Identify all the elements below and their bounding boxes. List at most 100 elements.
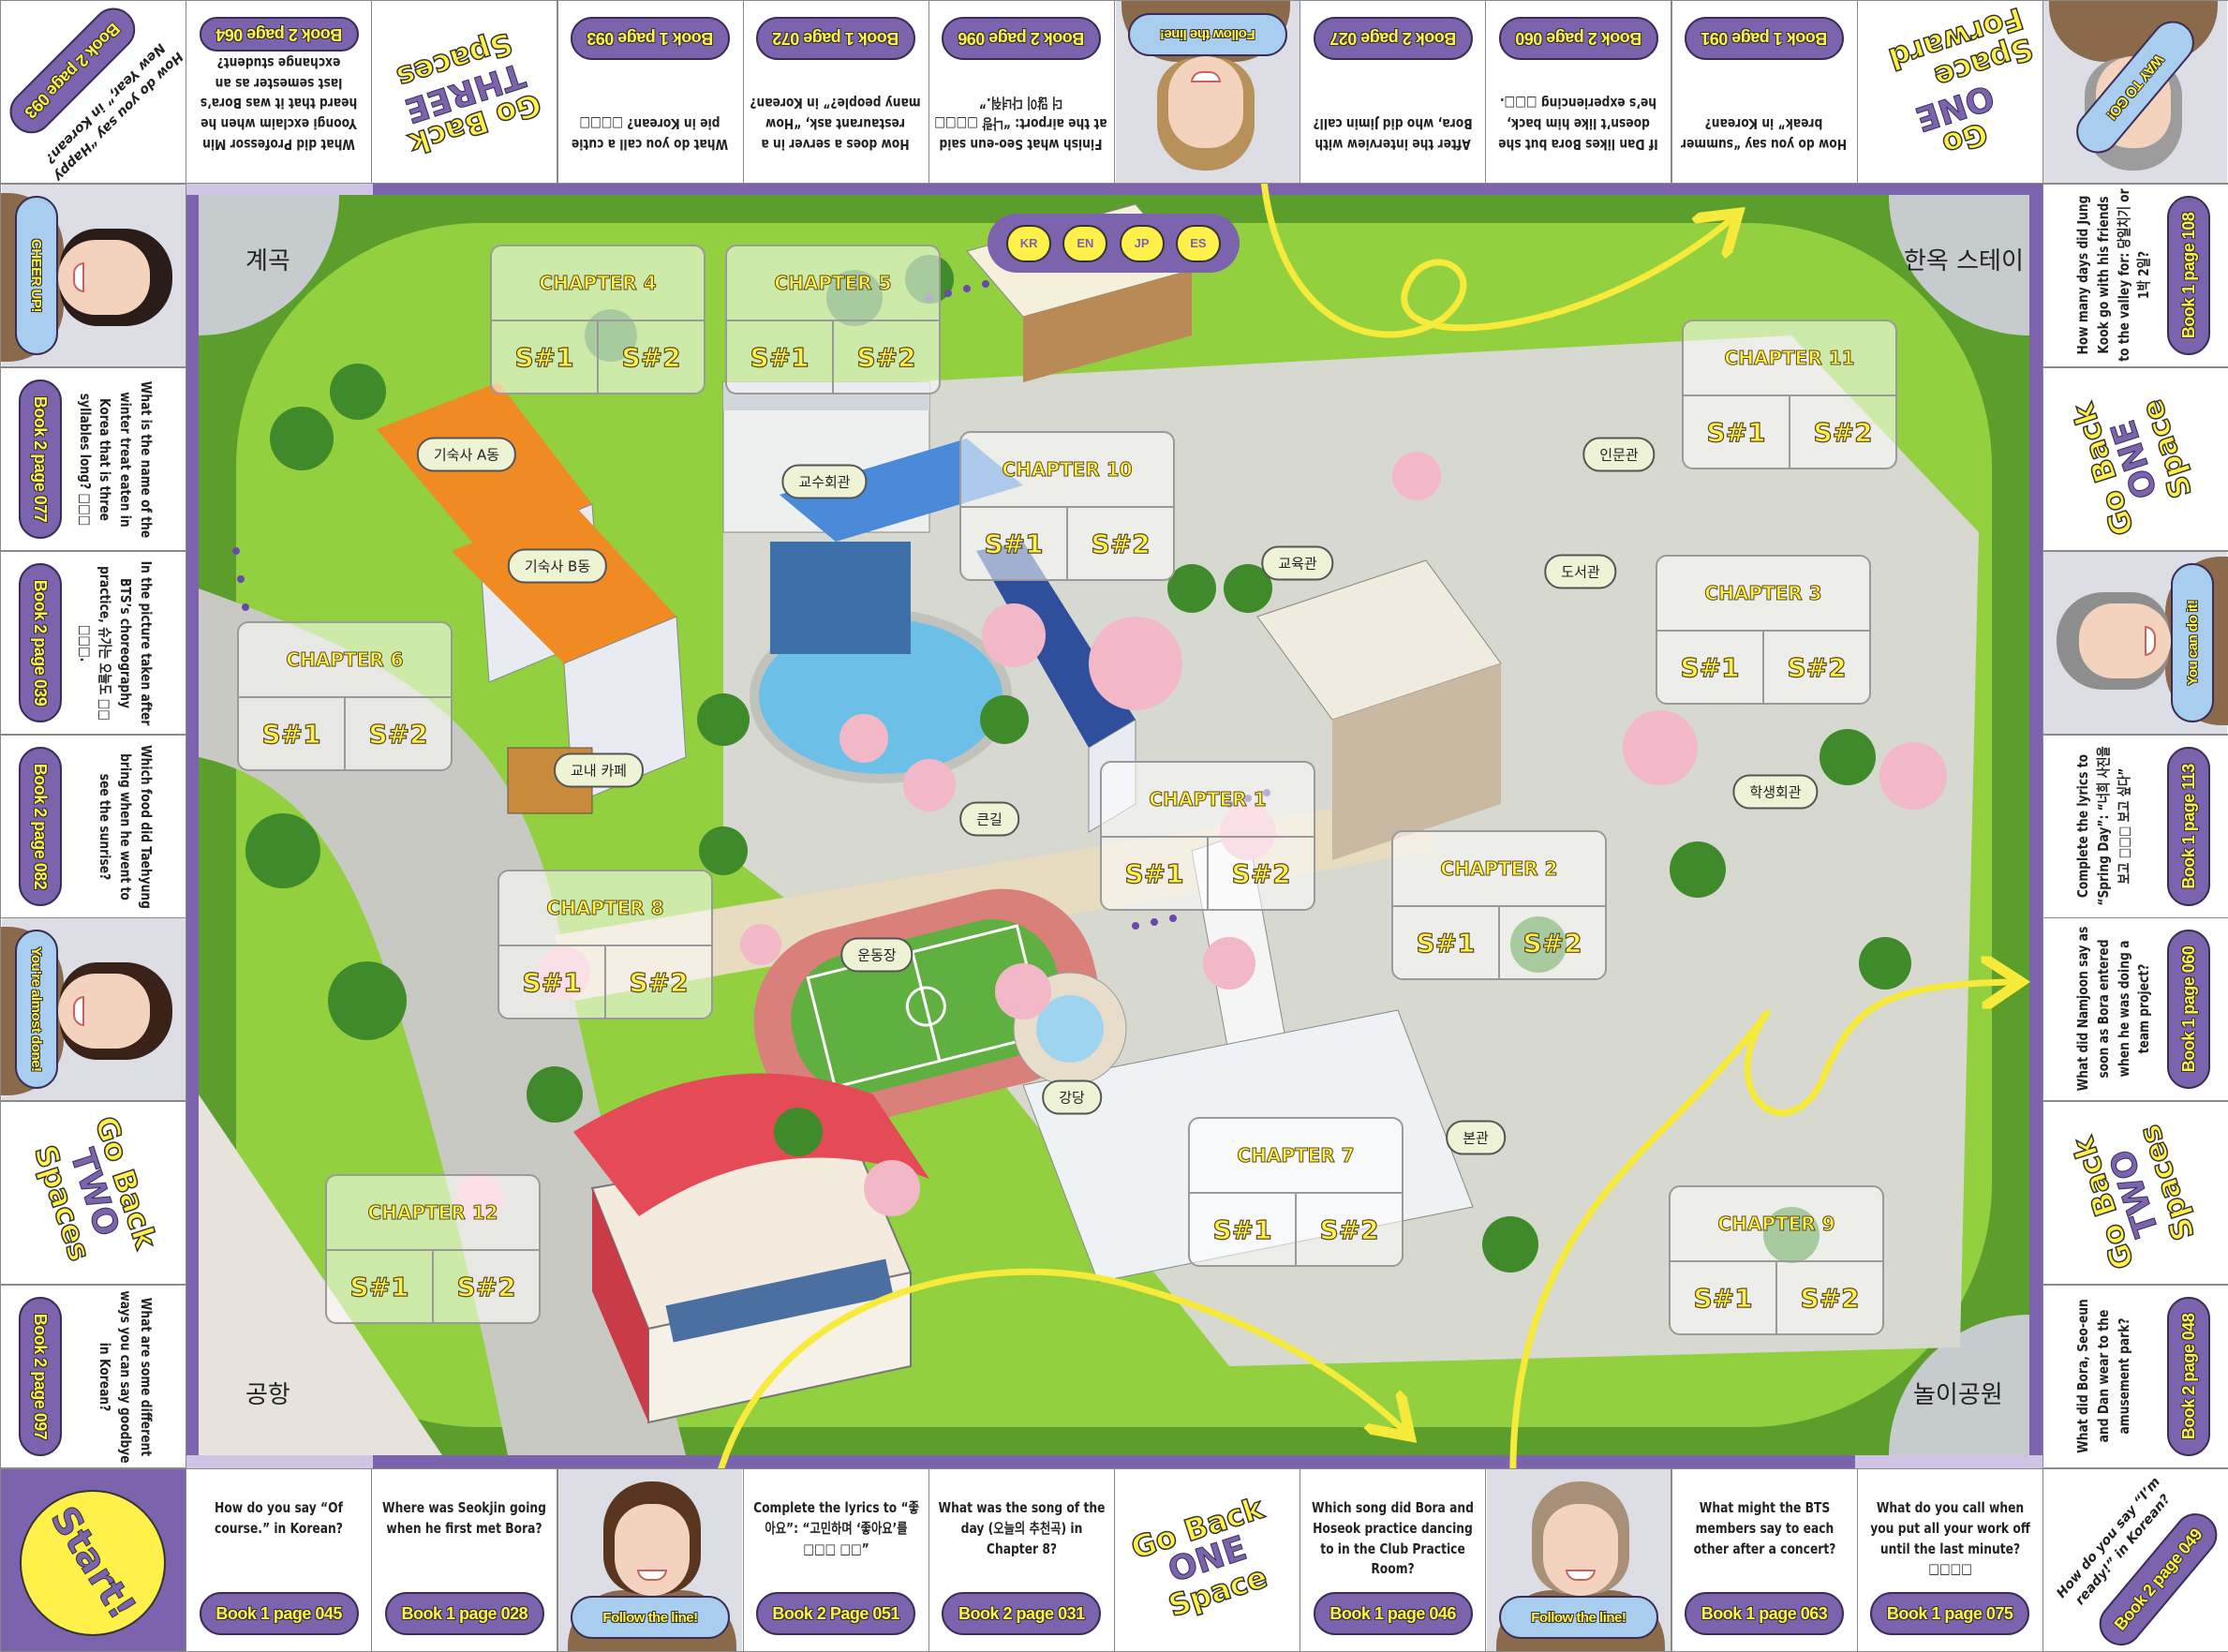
question-space[interactable]: How does a server in a restaurant ask, “…	[742, 0, 929, 184]
question-space[interactable]: What might the BTS members say to each o…	[1671, 1468, 1858, 1652]
building-label-sports-field[interactable]: 운동장	[840, 937, 913, 973]
scene-2-button[interactable]: S#2	[629, 966, 689, 998]
chapter-title[interactable]: CHAPTER 6	[239, 623, 451, 698]
question-space[interactable]: What are some different ways you can say…	[0, 1285, 186, 1469]
scene-2-button[interactable]: S#2	[1800, 1282, 1860, 1314]
photo-space[interactable]: Follow the line!	[1485, 1468, 1672, 1652]
question-space[interactable]: After the interview with Bora, who did J…	[1300, 0, 1487, 184]
lang-button-es[interactable]: ES	[1175, 224, 1221, 262]
book-page-badge[interactable]: Book 1 page 028	[384, 1592, 544, 1636]
question-space[interactable]: Which song did Bora and Hoseok practice …	[1300, 1468, 1487, 1652]
question-space[interactable]: How many days did Jung Kook go with his …	[2042, 183, 2228, 367]
scene-2-button[interactable]: S#2	[1231, 857, 1291, 889]
book-page-badge[interactable]: Book 2 page 027	[1313, 17, 1473, 60]
book-page-badge[interactable]: Book 2 page 039	[18, 562, 62, 722]
scene-2-button[interactable]: S#2	[1522, 927, 1582, 959]
book-page-badge[interactable]: Book 2 page 096	[942, 17, 1102, 60]
building-label-library[interactable]: 도서관	[1544, 554, 1617, 589]
book-page-badge[interactable]: Book 1 page 046	[1313, 1592, 1473, 1636]
question-space[interactable]: Which food did Taehyung bring when he we…	[0, 734, 186, 918]
question-space[interactable]: Where was Seokjin going when he first me…	[371, 1468, 558, 1652]
building-label-humanities-hall[interactable]: 인문관	[1582, 437, 1656, 472]
scene-1-button[interactable]: S#1	[1190, 1194, 1297, 1265]
scene-1-button[interactable]: S#1	[727, 321, 834, 393]
question-space[interactable]: What is the name of the winter treat eat…	[0, 366, 186, 551]
scene-2-button[interactable]: S#2	[456, 1271, 516, 1302]
lang-button-en[interactable]: EN	[1062, 224, 1108, 262]
book-page-badge[interactable]: Book 1 page 091	[1685, 17, 1844, 60]
question-space[interactable]: Finish what Seo-eun said at the airport:…	[928, 0, 1115, 184]
chapter-title[interactable]: CHAPTER 9	[1671, 1187, 1882, 1262]
question-space[interactable]: If Dan likes Bora but she doesn’t like h…	[1485, 0, 1672, 184]
book-page-badge[interactable]: Book 2 Page 051	[756, 1592, 916, 1636]
book-page-badge[interactable]: Book 2 page 097	[18, 1297, 62, 1457]
book-page-badge[interactable]: Book 2 page 064	[199, 17, 359, 52]
book-page-badge[interactable]: Book 1 page 060	[2167, 930, 2211, 1090]
question-space[interactable]: What do you call when you put all your w…	[1856, 1468, 2043, 1652]
photo-space[interactable]: You're almost done!	[0, 917, 186, 1102]
scene-1-button[interactable]: S#1	[492, 321, 599, 393]
building-label-auditorium[interactable]: 강당	[1042, 1079, 1102, 1115]
chapter-title[interactable]: CHAPTER 4	[492, 246, 704, 321]
question-space[interactable]: What do you call a cutie pie in Korean? …	[557, 0, 744, 184]
book-page-badge[interactable]: Book 2 page 048	[2167, 1297, 2211, 1457]
chapter-title[interactable]: CHAPTER 5	[727, 246, 939, 321]
chapter-title[interactable]: CHAPTER 3	[1657, 557, 1869, 632]
scene-1-button[interactable]: S#1	[1393, 907, 1500, 978]
question-space[interactable]: What did Namjoon say as soon as Bora ent…	[2042, 917, 2228, 1102]
scene-1-button[interactable]: S#1	[239, 698, 346, 769]
scene-1-button[interactable]: S#1	[1102, 838, 1209, 909]
book-page-badge[interactable]: Book 1 page 045	[199, 1592, 359, 1636]
book-page-badge[interactable]: Book 2 page 082	[18, 746, 62, 906]
chapter-title[interactable]: CHAPTER 12	[327, 1176, 539, 1251]
scene-1-button[interactable]: S#1	[961, 508, 1068, 579]
scene-1-button[interactable]: S#1	[327, 1251, 434, 1322]
book-page-badge[interactable]: Book 1 page 072	[756, 17, 916, 60]
scene-1-button[interactable]: S#1	[1671, 1262, 1777, 1333]
building-label-dormitory-a[interactable]: 기숙사 A동	[416, 437, 517, 472]
book-page-badge[interactable]: Book 2 page 077	[18, 379, 62, 539]
lang-button-jp[interactable]: JP	[1119, 224, 1165, 262]
book-page-badge[interactable]: Book 2 page 031	[942, 1592, 1102, 1636]
photo-space[interactable]: WAY TO GO!	[2042, 0, 2228, 184]
book-page-badge[interactable]: Book 1 page 075	[1870, 1592, 2030, 1636]
chapter-title[interactable]: CHAPTER 8	[499, 871, 711, 946]
question-space[interactable]: In the picture taken after BTS’s choreog…	[0, 550, 186, 735]
photo-space[interactable]: CHEER UP!	[0, 183, 186, 367]
lang-button-kr[interactable]: KR	[1006, 224, 1052, 262]
question-space[interactable]: How do you say “Happy New Year,” in Kore…	[0, 0, 186, 184]
scene-1-button[interactable]: S#1	[1657, 632, 1764, 703]
chapter-title[interactable]: CHAPTER 2	[1393, 832, 1605, 907]
question-space[interactable]: What did Professor Min Yoongi exclaim wh…	[186, 0, 373, 184]
book-page-badge[interactable]: Book 2 page 060	[1498, 17, 1658, 60]
book-page-badge[interactable]: Book 1 page 063	[1685, 1592, 1844, 1636]
scene-2-button[interactable]: S#2	[368, 718, 428, 750]
chapter-title[interactable]: CHAPTER 1	[1102, 763, 1314, 838]
photo-space[interactable]: Follow the line!	[557, 1468, 744, 1652]
book-page-badge[interactable]: Book 1 page 093	[571, 17, 730, 60]
chapter-title[interactable]: CHAPTER 10	[961, 433, 1173, 508]
question-space[interactable]: Complete the lyrics to “좋아요”: “고민하며 ‘좋아요…	[742, 1468, 929, 1652]
photo-space[interactable]: You can do it!	[2042, 550, 2228, 735]
scene-2-button[interactable]: S#2	[1091, 528, 1151, 559]
question-space[interactable]: What did Bora, Seo-eun and Dan wear to t…	[2042, 1285, 2228, 1469]
scene-2-button[interactable]: S#2	[621, 341, 681, 373]
scene-2-button[interactable]: S#2	[856, 341, 916, 373]
photo-space[interactable]: Follow the line!	[1114, 0, 1300, 184]
chapter-title[interactable]: CHAPTER 7	[1190, 1119, 1402, 1194]
building-label-dormitory-b[interactable]: 기숙사 B동	[507, 548, 608, 584]
book-page-badge[interactable]: Book 1 page 108	[2167, 195, 2211, 355]
scene-2-button[interactable]: S#2	[1319, 1213, 1379, 1245]
building-label-campus-cafe[interactable]: 교내 카페	[554, 752, 644, 788]
question-space[interactable]: How do you say “Of course.” in Korean?Bo…	[186, 1468, 373, 1652]
question-space[interactable]: What was the song of the day (오늘의 추천곡) i…	[928, 1468, 1115, 1652]
scene-2-button[interactable]: S#2	[1787, 651, 1847, 683]
question-space[interactable]: How do you say “summer break” in Korean?…	[1671, 0, 1858, 184]
building-label-main-hall[interactable]: 본관	[1446, 1120, 1506, 1155]
